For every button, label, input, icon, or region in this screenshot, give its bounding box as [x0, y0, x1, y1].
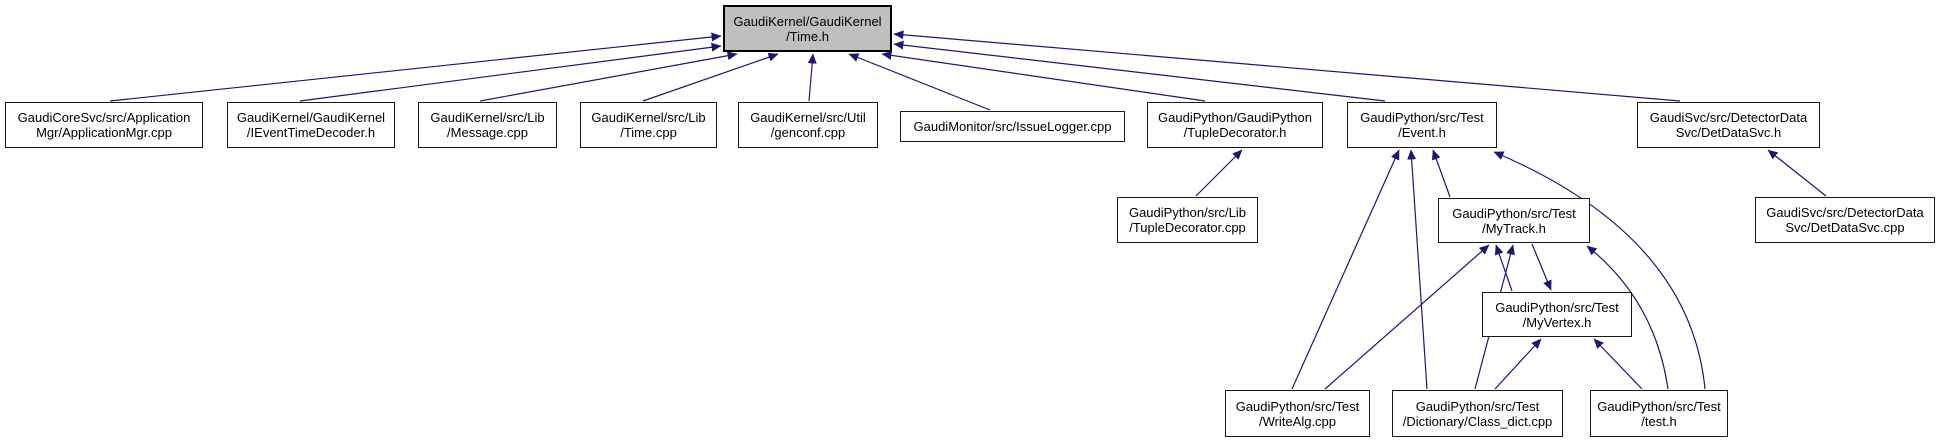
edge-test_h-to-mytrack_h [1586, 245, 1669, 390]
node-detdatasvc-h[interactable]: GaudiSvc/src/DetectorData Svc/DetDataSvc… [1637, 102, 1820, 148]
node-label: /IEventTimeDecoder.h [246, 125, 376, 140]
node-label: /WriteAlg.cpp [1258, 413, 1337, 429]
edge-applicationmgr_cpp-to-time_h [109, 32, 722, 102]
node-time-cpp[interactable]: GaudiKernel/src/Lib /Time.cpp [580, 102, 717, 148]
edge-issuelogger_cpp-to-time_h [848, 53, 991, 111]
node-label: /MyTrack.h [1482, 220, 1546, 236]
node-label: GaudiPython/GaudiPython [1158, 110, 1312, 125]
node-label: /Message.cpp [447, 125, 528, 140]
node-event-h[interactable]: GaudiPython/src/Test /Event.h [1347, 102, 1497, 148]
edge-genconf_cpp-to-time_h [807, 53, 817, 102]
node-label: GaudiSvc/src/DetectorData [1649, 110, 1808, 125]
node-label: /TupleDecorator.h [1183, 125, 1287, 140]
node-label: GaudiPython/src/Test [1235, 398, 1360, 414]
node-label: /TupleDecorator.cpp [1129, 220, 1246, 235]
node-label: GaudiKernel/src/Lib [591, 110, 706, 125]
edge-writealg_cpp-to-event_h [1291, 149, 1400, 390]
node-label: GaudiSvc/src/DetectorData [1766, 205, 1924, 220]
edge-detdatasvc_cpp-to-detdatasvc_h [1767, 149, 1827, 197]
node-writealg-cpp[interactable]: GaudiPython/src/Test /WriteAlg.cpp [1225, 390, 1370, 437]
node-label: GaudiPython/src/Test [1360, 110, 1484, 125]
edge-message_cpp-to-time_h [479, 51, 738, 102]
node-label: GaudiPython/src/Lib [1128, 205, 1247, 220]
edge-mytrack_h-to-myvertex_h [1531, 243, 1552, 291]
edge-myvertex_h-to-mytrack_h [1494, 244, 1513, 292]
node-class-dict-cpp[interactable]: GaudiPython/src/Test /Dictionary/Class_d… [1392, 390, 1563, 437]
node-label: /genconf.cpp [770, 125, 846, 140]
node-mytrack-h[interactable]: GaudiPython/src/Test /MyTrack.h [1438, 198, 1590, 243]
node-label: GaudiCoreSvc/src/Application [17, 110, 191, 125]
node-label: GaudiKernel/src/Util [750, 110, 866, 125]
edge-class_dict_cpp-to-event_h [1407, 149, 1428, 390]
node-applicationmgr-cpp[interactable]: GaudiCoreSvc/src/Application Mgr/Applica… [5, 102, 203, 148]
edge-ieventtimedecoder_h-to-time_h [299, 42, 722, 102]
node-detdatasvc-cpp[interactable]: GaudiSvc/src/DetectorData Svc/DetDataSvc… [1755, 197, 1935, 243]
node-label: Svc/DetDataSvc.h [1675, 125, 1782, 140]
node-label: /Dictionary/Class_dict.cpp [1402, 413, 1553, 429]
node-label: GaudiKernel/GaudiKernel [236, 110, 386, 125]
edge-test_h-to-myvertex_h [1593, 338, 1643, 390]
node-label: GaudiMonitor/src/IssueLogger.cpp [913, 119, 1112, 134]
node-label: /MyVertex.h [1522, 314, 1592, 330]
edge-event_h-to-time_h [893, 40, 1386, 102]
edge-time_cpp-to-time_h [642, 52, 779, 102]
node-label: /Time.cpp [620, 125, 677, 140]
edge-test_h-to-event_h [1493, 151, 1706, 390]
node-label: /Event.h [1398, 125, 1446, 140]
node-myvertex-h[interactable]: GaudiPython/src/Test /MyVertex.h [1482, 292, 1632, 337]
node-label: GaudiPython/src/Test [1415, 398, 1540, 414]
node-time-h[interactable]: GaudiKernel/GaudiKernel /Time.h [723, 5, 892, 52]
node-label: GaudiKernel/GaudiKernel [733, 13, 882, 29]
node-ieventtimedecoder-h[interactable]: GaudiKernel/GaudiKernel /IEventTimeDecod… [227, 102, 395, 148]
edge-class_dict_cpp-to-myvertex_h [1494, 338, 1542, 390]
node-label: Svc/DetDataSvc.cpp [1785, 220, 1905, 235]
node-label: GaudiKernel/src/Lib [430, 110, 545, 125]
edge-detdatasvc_h-to-time_h [893, 30, 1681, 102]
edge-tupledecorator_h-to-time_h [881, 50, 1206, 102]
edge-tupledecorator_cpp-to-tupledecorator_h [1195, 149, 1243, 197]
node-tupledecorator-h[interactable]: GaudiPython/GaudiPython /TupleDecorator.… [1147, 102, 1323, 148]
node-test-h[interactable]: GaudiPython/src/Test /test.h [1590, 390, 1728, 437]
edge-mytrack_h-to-event_h [1431, 149, 1451, 198]
node-label: /Time.h [786, 28, 829, 44]
node-label: GaudiPython/src/Test [1597, 398, 1721, 414]
node-label: /test.h [1641, 413, 1677, 429]
edge-writealg_cpp-to-mytrack_h [1324, 244, 1490, 390]
node-label: GaudiPython/src/Test [1495, 299, 1619, 315]
node-tupledecorator-cpp[interactable]: GaudiPython/src/Lib /TupleDecorator.cpp [1117, 197, 1258, 243]
node-label: Mgr/ApplicationMgr.cpp [36, 125, 172, 140]
node-issuelogger-cpp[interactable]: GaudiMonitor/src/IssueLogger.cpp [900, 111, 1125, 142]
node-message-cpp[interactable]: GaudiKernel/src/Lib /Message.cpp [418, 102, 557, 148]
node-genconf-cpp[interactable]: GaudiKernel/src/Util /genconf.cpp [738, 102, 878, 148]
node-label: GaudiPython/src/Test [1452, 205, 1576, 221]
